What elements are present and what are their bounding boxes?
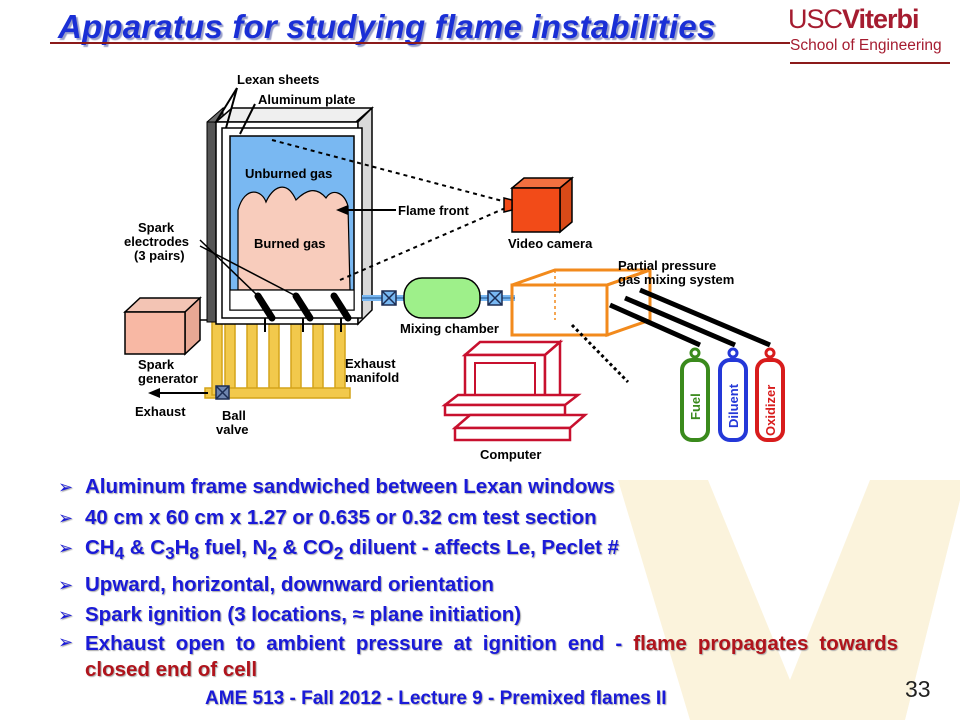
computer-icon	[441, 339, 589, 442]
label-spark-generator-1: Spark	[138, 357, 175, 372]
label-spark-3: (3 pairs)	[134, 248, 185, 263]
arrow-bullet-icon: ➢	[58, 605, 74, 626]
diluent-label: Diluent	[726, 383, 741, 428]
arrow-bullet-icon: ➢	[58, 507, 74, 528]
page-number: 33	[905, 676, 931, 702]
label-exhaust-manifold-2: manifold	[345, 370, 399, 385]
logo-text-viterbi: Viterbi	[842, 4, 920, 34]
label-aluminum-plate: Aluminum plate	[258, 92, 356, 107]
label-video-camera: Video camera	[508, 236, 593, 251]
fuel-label: Fuel	[688, 393, 703, 420]
logo-divider	[790, 62, 950, 64]
mixing-chamber-icon	[403, 277, 481, 319]
label-spark-1: Spark	[138, 220, 175, 235]
diluent-bottle-icon	[718, 347, 748, 442]
title-divider	[50, 42, 790, 44]
bullet-item: ➢Upward, horizontal, downward orientatio…	[58, 570, 898, 601]
logo-text-usc: USC	[788, 4, 843, 34]
valve-left-icon	[381, 290, 397, 306]
label-computer: Computer	[480, 447, 541, 462]
label-spark-generator-2: generator	[138, 371, 198, 386]
fuel-bottle-icon	[680, 347, 710, 442]
arrow-bullet-icon: ➢	[58, 631, 74, 652]
test-cell	[206, 106, 374, 326]
oxidizer-bottle-icon	[755, 347, 785, 442]
video-camera-icon	[503, 176, 575, 234]
spark-generator-icon	[123, 296, 202, 356]
label-ball-valve-2: valve	[216, 422, 249, 437]
bullet-item: ➢Aluminum frame sandwiched between Lexan…	[58, 472, 898, 503]
bullet-item: ➢CH4 & C3H8 fuel, N2 & CO2 diluent - aff…	[58, 533, 898, 570]
bullet-item: ➢40 cm x 60 cm x 1.27 or 0.635 or 0.32 c…	[58, 503, 898, 534]
apparatus-diagram: Fuel Diluent Oxidizer Lexan sheets Alumi…	[123, 72, 785, 462]
label-lexan-sheets: Lexan sheets	[237, 72, 319, 87]
label-ball-valve-1: Ball	[222, 408, 246, 423]
gas-mixing-box-icon	[510, 267, 652, 338]
arrow-bullet-icon: ➢	[58, 477, 74, 497]
slide-title: Apparatus for studying flame instabiliti…	[58, 8, 716, 45]
bullet-list: ➢Aluminum frame sandwiched between Lexan…	[58, 472, 898, 683]
arrow-bullet-icon: ➢	[58, 574, 74, 595]
spark-electrodes-icon	[254, 292, 352, 332]
label-partial-pressure-2: gas mixing system	[618, 272, 734, 287]
label-mixing-chamber: Mixing chamber	[400, 321, 499, 336]
valve-right-icon	[487, 290, 503, 306]
label-exhaust: Exhaust	[135, 404, 186, 419]
oxidizer-label: Oxidizer	[763, 385, 778, 436]
label-flame-front: Flame front	[398, 203, 469, 218]
label-spark-2: electrodes	[124, 234, 189, 249]
arrow-bullet-icon: ➢	[58, 538, 74, 558]
label-burned-gas: Burned gas	[254, 236, 326, 251]
label-exhaust-manifold-1: Exhaust	[345, 356, 396, 371]
label-unburned-gas: Unburned gas	[245, 166, 332, 181]
usc-viterbi-logo: USCViterbi School of Engineering	[788, 4, 948, 64]
label-partial-pressure-1: Partial pressure	[618, 258, 716, 273]
bullet-item: ➢Exhaust open to ambient pressure at ign…	[58, 631, 898, 683]
logo-school-text: School of Engineering	[790, 37, 942, 54]
slide-footer: AME 513 - Fall 2012 - Lecture 9 - Premix…	[205, 688, 667, 709]
bullet-item: ➢Spark ignition (3 locations, ≈ plane in…	[58, 600, 898, 631]
